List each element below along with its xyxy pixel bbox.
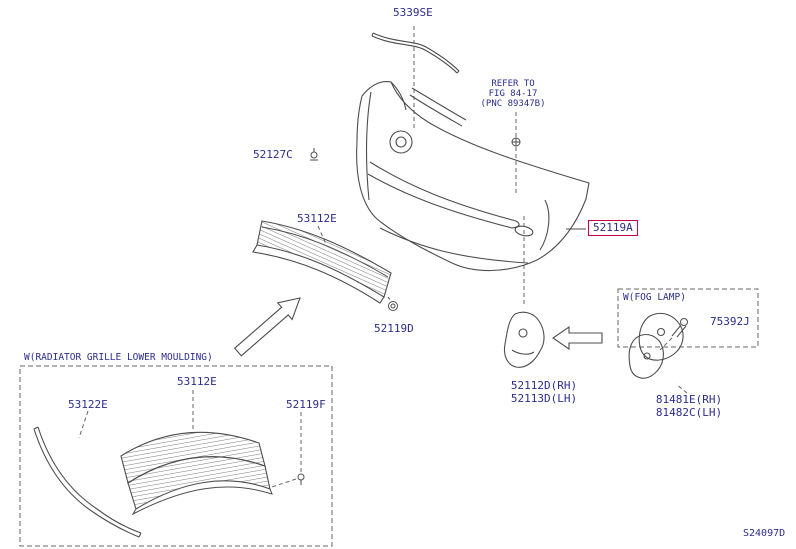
part-label-fog-bracket-rh[interactable]: 81481E(RH) (655, 393, 723, 406)
refer-note-line2: FIG 84-17 (488, 89, 538, 99)
part-label-cowl-seal[interactable]: 5339SE (393, 6, 433, 19)
clip-52127c-glyph (310, 148, 318, 161)
part-label-fog-screw[interactable]: 75392J (710, 315, 750, 328)
refer-fastener-glyph (511, 137, 521, 147)
part-label-bracket[interactable]: 52112D(RH) 52113D(LH) (504, 379, 584, 405)
radiator-grille-part (252, 220, 392, 304)
part-label-fog-bracket[interactable]: 81481E(RH) 81482C(LH) (647, 393, 731, 419)
lower-moulding-part (33, 426, 142, 538)
fog-lamp-group-title: W(FOG LAMP) (623, 292, 686, 303)
cowl-seal-part (371, 32, 460, 74)
part-label-bumper-cover-highlighted[interactable]: 52119A (588, 220, 638, 236)
bumper-bracket-part (503, 311, 545, 368)
clip-52119f-glyph (297, 473, 305, 485)
lower-moulding-group-box (19, 365, 333, 547)
assembly-arrow-left (552, 325, 603, 351)
refer-note-line1: REFER TO (491, 79, 535, 89)
part-label-radiator-grille[interactable]: 53112E (297, 212, 337, 225)
part-label-lower-moulding[interactable]: 53122E (68, 398, 108, 411)
part-label-bolt-52119d[interactable]: 52119D (374, 322, 414, 335)
fog-lamp-group-box (617, 288, 759, 348)
lower-moulding-group-title: W(RADIATOR GRILLE LOWER MOULDING) (24, 352, 213, 363)
bolt-52119d-glyph (387, 296, 398, 311)
part-label-lower-clip[interactable]: 52119F (286, 398, 326, 411)
part-label-bracket-rh[interactable]: 52112D(RH) (510, 379, 578, 392)
part-label-lower-grille[interactable]: 53112E (177, 375, 217, 388)
refer-note-line3: (PNC 89347B) (480, 99, 546, 109)
lower-grille-part (120, 431, 273, 516)
refer-note: REFER TO FIG 84-17 (PNC 89347B) (470, 79, 556, 109)
assembly-arrow-up (233, 297, 301, 357)
bumper-cover-part (356, 81, 590, 272)
diagram-code: S24097D (743, 528, 786, 539)
part-label-bracket-lh[interactable]: 52113D(LH) (510, 392, 578, 405)
part-label-fog-bracket-lh[interactable]: 81482C(LH) (655, 406, 723, 419)
fog-bracket-part (628, 312, 684, 379)
part-label-clip-52127c[interactable]: 52127C (253, 148, 293, 161)
fog-screw-glyph (671, 318, 688, 338)
